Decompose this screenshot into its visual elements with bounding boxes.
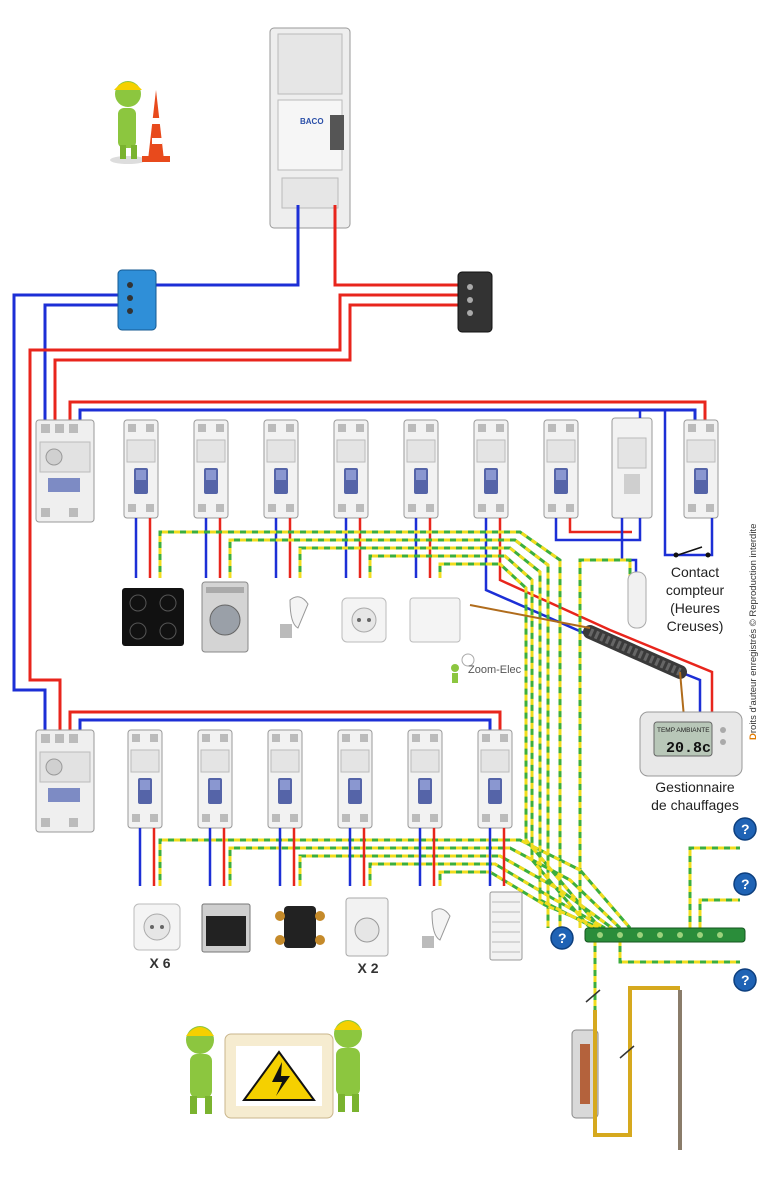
row2-breaker-6 — [477, 729, 513, 829]
socket-icon-row2 — [133, 903, 181, 951]
meter-contact-label-line4: Creuses) — [666, 618, 724, 634]
copyright-notice: Droits d'auteur enregistrés © Reproducti… — [748, 524, 759, 740]
light-bulb-icon — [280, 596, 309, 638]
help-marker-2-text: ? — [741, 876, 750, 892]
workers-with-danger-sign-icon — [186, 1020, 362, 1119]
row1-breaker-4 — [333, 419, 369, 519]
earth-conductors — [158, 530, 740, 1010]
row2-breaker-5 — [407, 729, 443, 829]
copyright-initial: D — [748, 733, 759, 740]
row1-contactor — [611, 417, 653, 519]
light-bulb-icon-row2 — [422, 908, 451, 948]
cooktop-icon — [122, 588, 184, 646]
modular-socket-quantity-label: X 2 — [357, 960, 379, 976]
help-marker-1-text: ? — [741, 821, 750, 837]
dcl-connector-icon — [275, 906, 325, 948]
row1-breaker-5 — [403, 419, 439, 519]
socket-quantity-label: X 6 — [149, 955, 171, 971]
oven-icon — [201, 903, 251, 953]
meter-contact-label: Contact compteur (Heures Creuses) — [640, 563, 750, 635]
heating-manager-label: Gestionnaire de chauffages — [635, 778, 755, 814]
row1-busbars — [68, 400, 707, 420]
heating-manager-label-line1: Gestionnaire — [655, 779, 735, 795]
row1-breaker-8 — [683, 419, 719, 519]
towel-radiator-icon — [489, 891, 523, 961]
copyright-text: roits d'auteur enregistrés © Reproductio… — [748, 523, 759, 734]
zoom-elec-brand-text: Zoom-Elec — [468, 664, 522, 676]
row2-breaker-3 — [267, 729, 303, 829]
meter-contact-label-line3: (Heures — [670, 600, 720, 616]
supply-wires — [12, 205, 470, 730]
earth-test-link — [571, 1029, 599, 1119]
heating-manager-device — [639, 711, 743, 777]
row1-breaker-3 — [263, 419, 299, 519]
thermostat-value: 20.8c — [666, 740, 711, 757]
power-socket-icon — [341, 597, 387, 643]
meter-contact-label-line2: compteur — [665, 582, 725, 598]
row1-breaker-7 — [543, 419, 579, 519]
row1-breaker-1 — [123, 419, 159, 519]
earth-terminal-bar — [584, 927, 746, 943]
thermostat-title: TEMP AMBIANTE — [657, 727, 710, 734]
washing-machine-icon — [201, 581, 249, 653]
worker-with-cones-icon — [110, 81, 170, 164]
phase-distribution-block — [457, 271, 493, 333]
row1-breaker-6 — [473, 419, 509, 519]
help-marker-4-text: ? — [741, 972, 750, 988]
meter-contact-switch — [673, 546, 711, 558]
row2-output-wires — [138, 828, 506, 886]
row2-breaker-4 — [337, 729, 373, 829]
electric-heater-icon — [409, 597, 461, 643]
row2-breaker-2 — [197, 729, 233, 829]
meter-contact-label-line1: Contact — [670, 564, 720, 580]
main-breaker — [269, 27, 351, 229]
heating-manager-label-line2: de chauffages — [651, 797, 739, 813]
row2-breaker-1 — [127, 729, 163, 829]
help-marker-3-text: ? — [558, 930, 567, 946]
row1-differential-switch — [35, 419, 95, 523]
row1-breaker-2 — [193, 419, 229, 519]
zoom-elec-logo — [451, 653, 475, 683]
conduit-pipe — [469, 604, 687, 741]
row2-differential-switch — [35, 729, 95, 833]
row2-busbars — [68, 710, 502, 730]
modular-socket-icon — [345, 897, 389, 957]
neutral-distribution-block — [117, 269, 157, 331]
main-breaker-brand: BACO — [300, 117, 324, 126]
water-heater-icon — [627, 571, 647, 629]
ground-rod — [585, 986, 682, 1150]
